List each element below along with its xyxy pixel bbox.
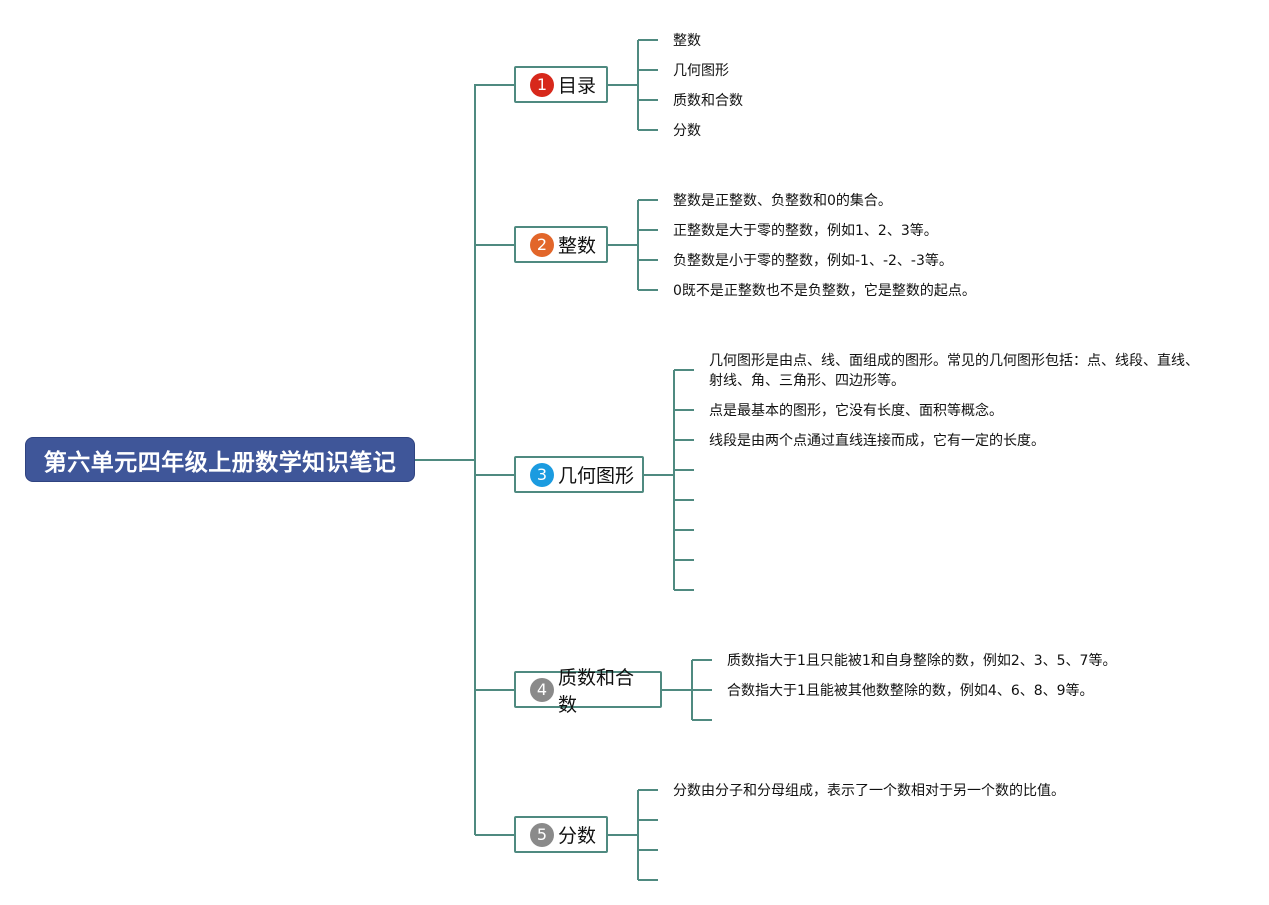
leaf-topic[interactable]: 几何图形 [673, 63, 729, 79]
branch-topic-3[interactable]: 3 几何图形 [514, 456, 644, 493]
branch-label: 整数 [558, 235, 597, 257]
number-badge-icon: 3 [530, 462, 554, 487]
leaf-topic[interactable]: 分数 [673, 123, 701, 139]
branch-topic-1[interactable]: 1 目录 [514, 66, 608, 103]
branch-label: 目录 [558, 75, 597, 97]
branch-label: 几何图形 [558, 465, 635, 487]
number-badge-icon: 2 [530, 232, 554, 257]
number-badge-icon: 4 [530, 677, 554, 702]
branch-topic-2[interactable]: 2 整数 [514, 226, 608, 263]
leaf-topic[interactable]: 质数指大于1且只能被1和自身整除的数，例如2、3、5、7等。 [727, 653, 1117, 669]
number-badge-icon: 5 [530, 822, 554, 847]
leaf-topic[interactable]: 线段是由两个点通过直线连接而成，它有一定的长度。 [709, 433, 1045, 449]
leaf-topic[interactable]: 几何图形是由点、线、面组成的图形。常见的几何图形包括：点、线段、直线、射线、角、… [709, 353, 1199, 389]
leaf-topic[interactable]: 点是最基本的图形，它没有长度、面积等概念。 [709, 403, 1003, 419]
branch-label: 质数和合数 [558, 666, 635, 716]
leaf-topic[interactable]: 质数和合数 [673, 93, 743, 109]
branch-topic-4[interactable]: 4 质数和合数 [514, 667, 662, 716]
leaf-topic[interactable]: 合数指大于1且能被其他数整除的数，例如4、6、8、9等。 [727, 683, 1094, 699]
branch-topic-5[interactable]: 5 分数 [514, 816, 608, 853]
leaf-topic[interactable]: 负整数是小于零的整数，例如-1、-2、-3等。 [673, 253, 953, 269]
leaf-topic[interactable]: 分数由分子和分母组成，表示了一个数相对于另一个数的比值。 [673, 783, 1065, 799]
leaf-topic[interactable]: 整数 [673, 33, 701, 49]
branch-label: 分数 [558, 825, 597, 847]
leaf-topic[interactable]: 0既不是正整数也不是负整数，它是整数的起点。 [673, 283, 976, 299]
leaf-topic[interactable]: 整数是正整数、负整数和0的集合。 [673, 193, 892, 209]
leaf-topic[interactable]: 正整数是大于零的整数，例如1、2、3等。 [673, 223, 938, 239]
number-badge-icon: 1 [530, 72, 554, 97]
root-topic[interactable]: 第六单元四年级上册数学知识笔记 [25, 437, 415, 482]
root-topic-label: 第六单元四年级上册数学知识笔记 [43, 449, 397, 476]
